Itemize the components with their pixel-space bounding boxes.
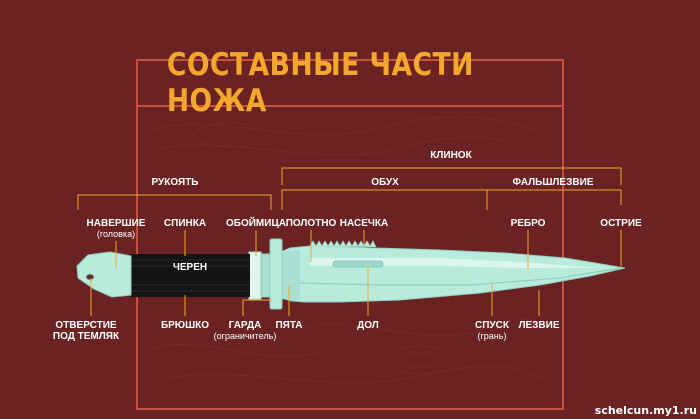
label-rebro: РЕБРО xyxy=(510,218,546,229)
label-ostrie: ОСТРИЕ xyxy=(600,218,642,229)
watermark: schelcun.my1.ru xyxy=(594,404,697,417)
page-title: СОСТАВНЫЕ ЧАСТИ НОЖА xyxy=(166,47,474,119)
fuller xyxy=(332,260,384,268)
label-garda: ГАРДА (ограничитель) xyxy=(208,320,282,342)
label-otverstie-line1: ОТВЕРСТИЕ xyxy=(55,320,117,331)
group-label-falsh: ФАЛЬШЛЕЗВИЕ xyxy=(512,177,594,188)
leader-lines xyxy=(90,230,622,316)
handle xyxy=(130,254,250,297)
label-otverstie-line2: ПОД ТЕМЛЯК xyxy=(52,331,120,342)
group-label-rukoyat: РУКОЯТЬ xyxy=(151,177,199,188)
label-nasechka: НАСЕЧКА xyxy=(339,218,389,229)
label-garda-text: ГАРДА xyxy=(228,320,262,331)
label-otverstie: ОТВЕРСТИЕ ПОД ТЕМЛЯК xyxy=(46,320,126,342)
background-texture xyxy=(149,116,556,385)
label-polotno: ПОЛОТНО xyxy=(285,218,337,229)
label-navershie-sub: (головка) xyxy=(96,229,136,239)
label-spusk-text: СПУСК xyxy=(475,320,509,331)
blade xyxy=(280,245,626,303)
label-bryushko: БРЮШКО xyxy=(160,320,210,331)
group-label-klinok: КЛИНОК xyxy=(430,150,472,161)
label-lezvie: ЛЕЗВИЕ xyxy=(518,320,560,331)
label-navershie-text: НАВЕРШИЕ xyxy=(86,218,146,229)
pommel xyxy=(76,251,132,298)
group-label-obukh: ОБУХ xyxy=(371,177,399,188)
falsh-bracket xyxy=(487,189,622,205)
ferrule xyxy=(248,251,262,300)
lanyard-hole xyxy=(85,273,95,281)
label-spusk: СПУСК (грань) xyxy=(467,320,517,342)
label-dol: ДОЛ xyxy=(357,320,379,331)
label-spusk-sub: (грань) xyxy=(477,331,507,341)
label-garda-sub: (ограничитель) xyxy=(213,331,277,341)
label-cheren: ЧЕРЕН xyxy=(172,262,208,273)
klinok-bracket xyxy=(281,167,622,185)
label-pyata: ПЯТА xyxy=(275,320,303,331)
handle-grip-texture xyxy=(130,259,250,292)
guard xyxy=(269,238,283,310)
label-navershie: НАВЕРШИЕ (головка) xyxy=(76,218,156,240)
ricasso xyxy=(282,250,300,300)
label-oboimica: ОБОЙМИЦА xyxy=(226,218,286,229)
label-spinka: СПИНКА xyxy=(163,218,207,229)
bevel-line xyxy=(299,267,621,286)
group-brackets xyxy=(77,167,622,210)
leader-garda xyxy=(242,299,272,316)
rukoyat-bracket xyxy=(77,194,272,210)
serrations xyxy=(309,240,377,248)
knife xyxy=(76,238,626,310)
obukh-bracket xyxy=(281,189,488,210)
